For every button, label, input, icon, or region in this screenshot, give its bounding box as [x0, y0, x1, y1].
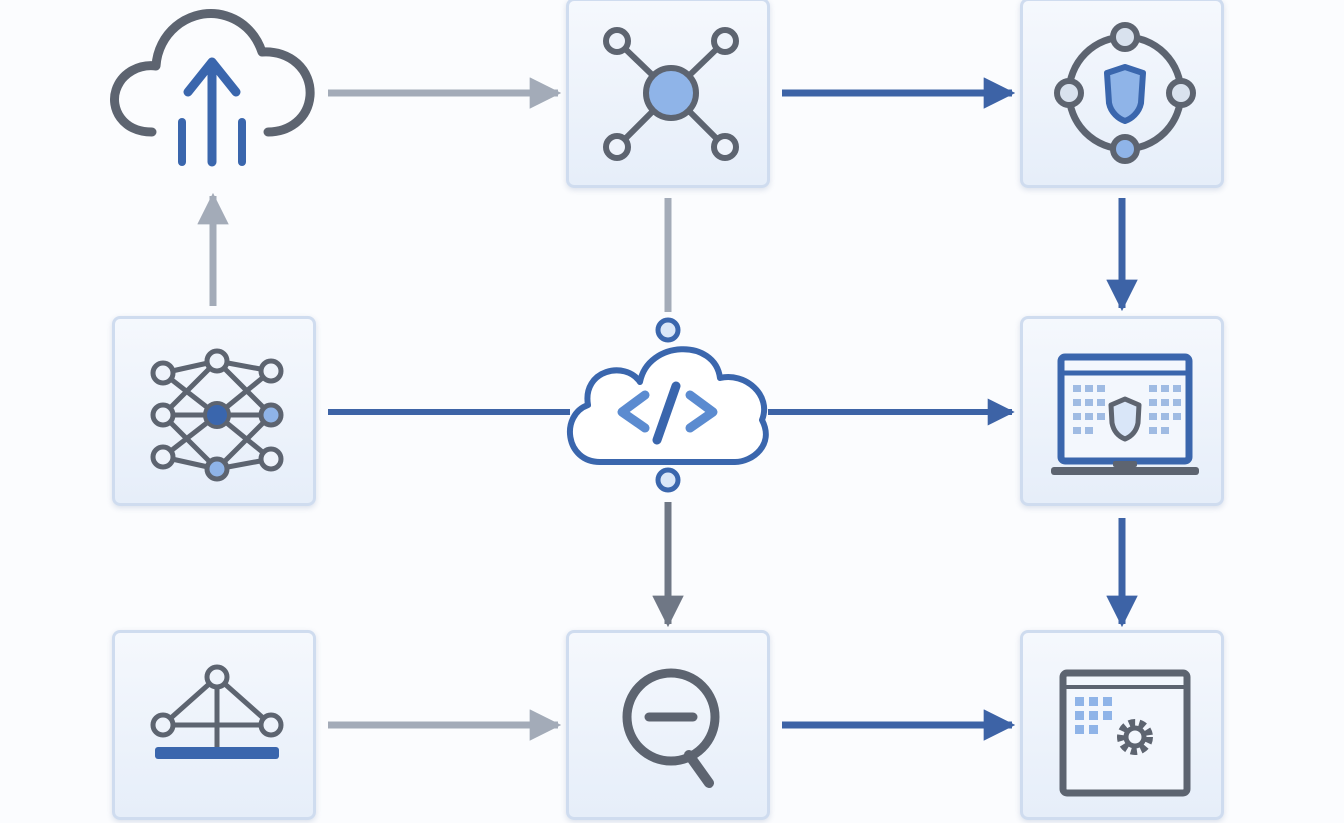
neural-network-icon	[150, 348, 284, 482]
tree-network-node	[112, 630, 316, 820]
cloud-upload-icon	[110, 9, 315, 167]
cloud-upload-node	[110, 9, 315, 167]
shield-network-node	[1020, 0, 1224, 188]
network-hub-icon	[603, 27, 739, 161]
flow-diagram	[110, 0, 1224, 820]
neural-network-node	[112, 316, 316, 506]
search-minus-node	[566, 630, 770, 820]
network-hub-node	[566, 0, 770, 188]
shield-network-icon	[1054, 22, 1196, 164]
laptop-security-node	[1020, 316, 1224, 506]
dashboard-settings-node	[1020, 630, 1224, 820]
connectors-layer	[197, 77, 1138, 741]
laptop-security-icon	[1051, 353, 1199, 475]
cloud-integration-node	[566, 317, 769, 493]
search-minus-icon	[622, 668, 720, 788]
tree-network-icon	[150, 664, 284, 759]
dashboard-settings-icon	[1059, 669, 1191, 797]
